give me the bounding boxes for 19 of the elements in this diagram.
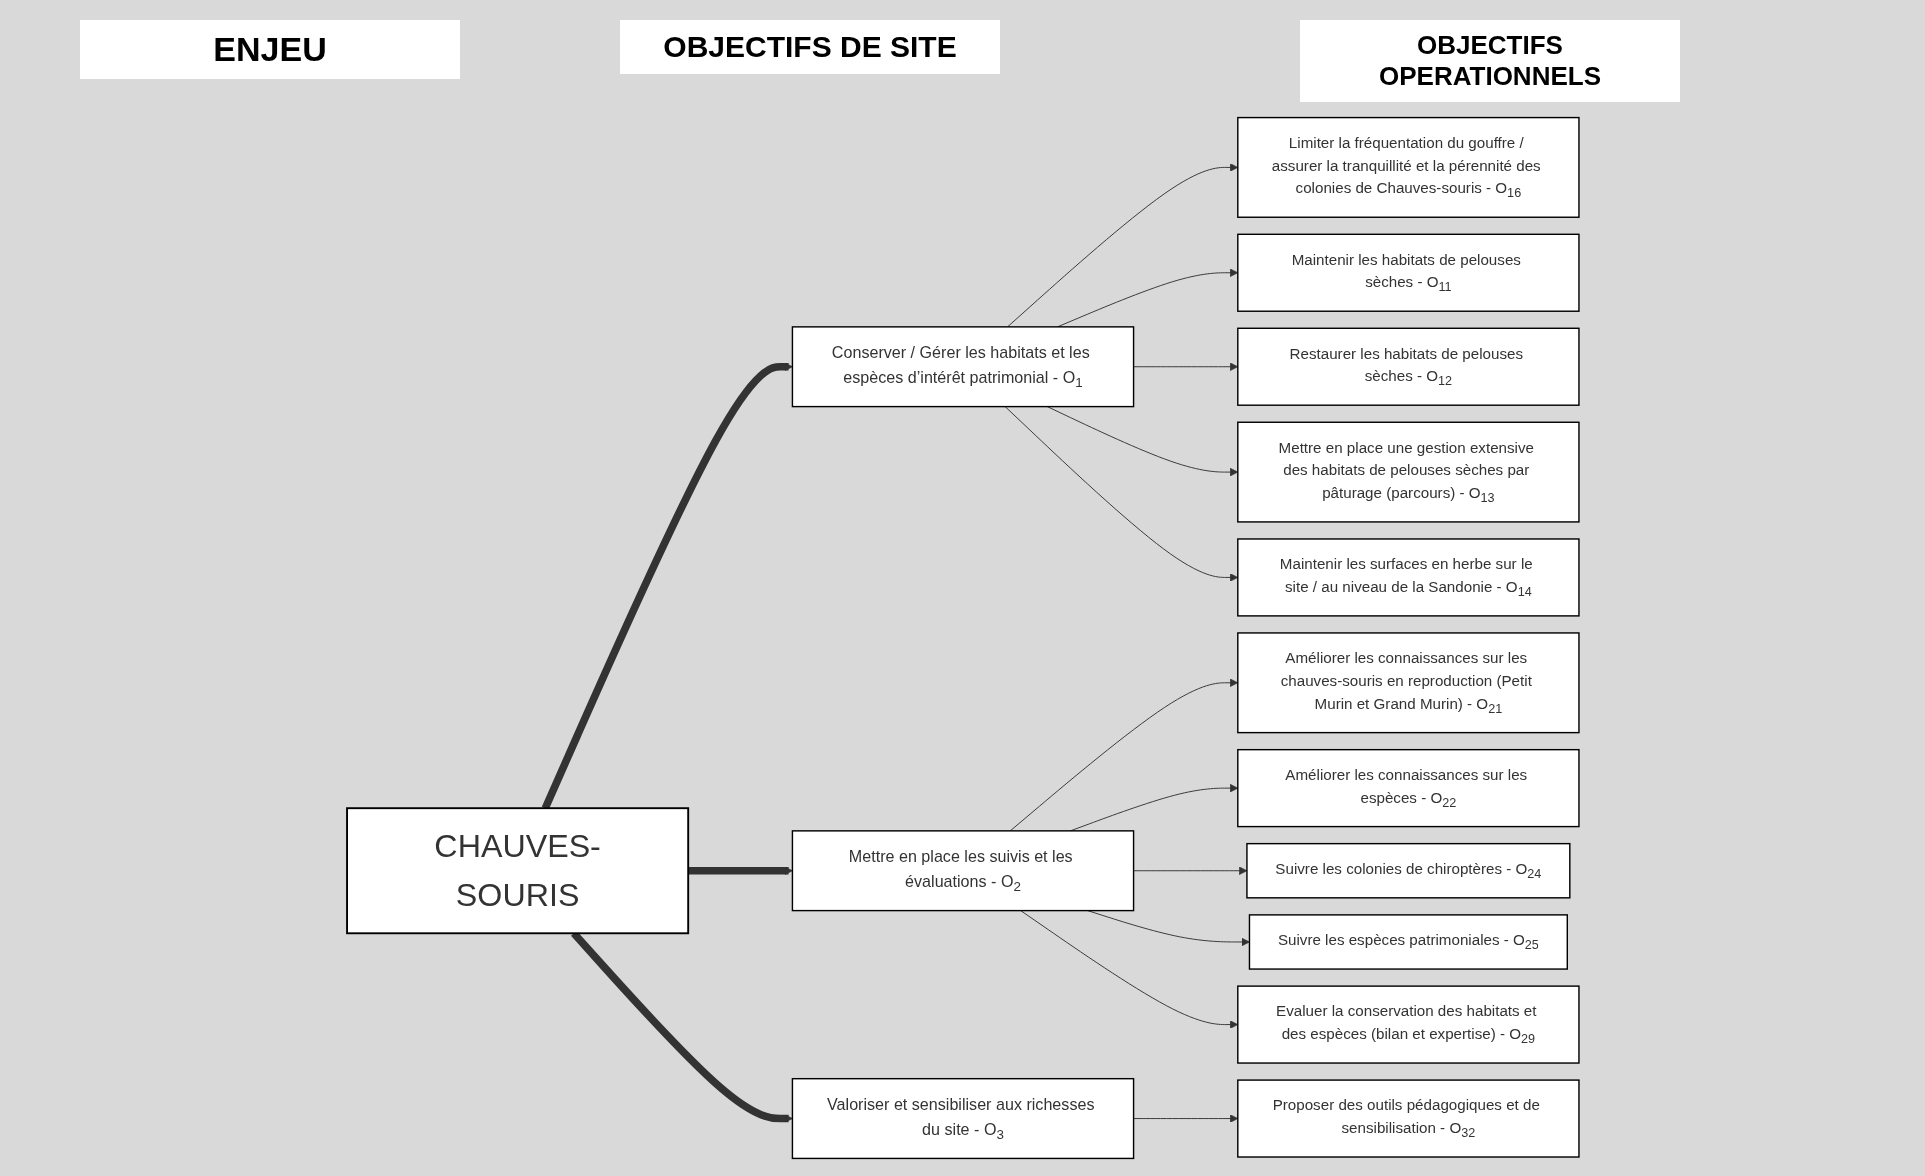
node-box: Suivre les colonies de chiroptères - O$_{24}$ <box>1245 842 1571 899</box>
node-box: Conserver / Gérer les habitats et les espèces d’intérêt patrimonial - O$_{1}$ <box>791 326 1134 408</box>
node-box: Proposer des outils pédagogiques et de sensibilisation - O$_{32}$ <box>1236 1079 1580 1158</box>
node-box: Mettre en place les suivis et les évaluations - O$_{2}$ <box>791 830 1134 912</box>
node-box: Améliorer les connaissances sur les chauves-souris en reproduction (Petit Murin et Grand Murin) - O$_{21}$ <box>1236 632 1580 734</box>
node-box: Evaluer la conservation des habitats et des espèces (bilan et expertise) - O$_{29}$ <box>1236 985 1580 1064</box>
node-box: Suivre les espèces patrimoniales - O$_{25}$ <box>1248 914 1568 970</box>
band-label: OBJECTIFS DE SITE <box>620 20 1000 74</box>
node-box: Maintenir les habitats de pelouses sèches - O$_{11}$ <box>1236 233 1580 312</box>
node-box: CHAUVES-SOURIS <box>345 807 689 935</box>
node-box: Valoriser et sensibiliser aux richesses du site - O$_{3}$ <box>791 1078 1134 1160</box>
band-label: ENJEU <box>80 20 460 79</box>
node-box: Maintenir les surfaces en herbe sur le site / au niveau de la Sandonie - O$_{14}$ <box>1236 538 1580 617</box>
arrow <box>687 866 793 875</box>
band-label: OBJECTIFS OPERATIONNELS <box>1300 20 1680 102</box>
node-box: Limiter la fréquentation du gouffre / assurer la tranquillité et la pérennité des colonies de Chauves-souris - O$_{16}$ <box>1236 116 1580 218</box>
node-box: Restaurer les habitats de pelouses sèches - O$_{12}$ <box>1236 327 1580 406</box>
node-box: Mettre en place une gestion extensive des habitats de pelouses sèches par pâturage (parcours) - O$_{13}$ <box>1236 421 1580 523</box>
node-box: Améliorer les connaissances sur les espèces - O$_{22}$ <box>1236 748 1580 828</box>
